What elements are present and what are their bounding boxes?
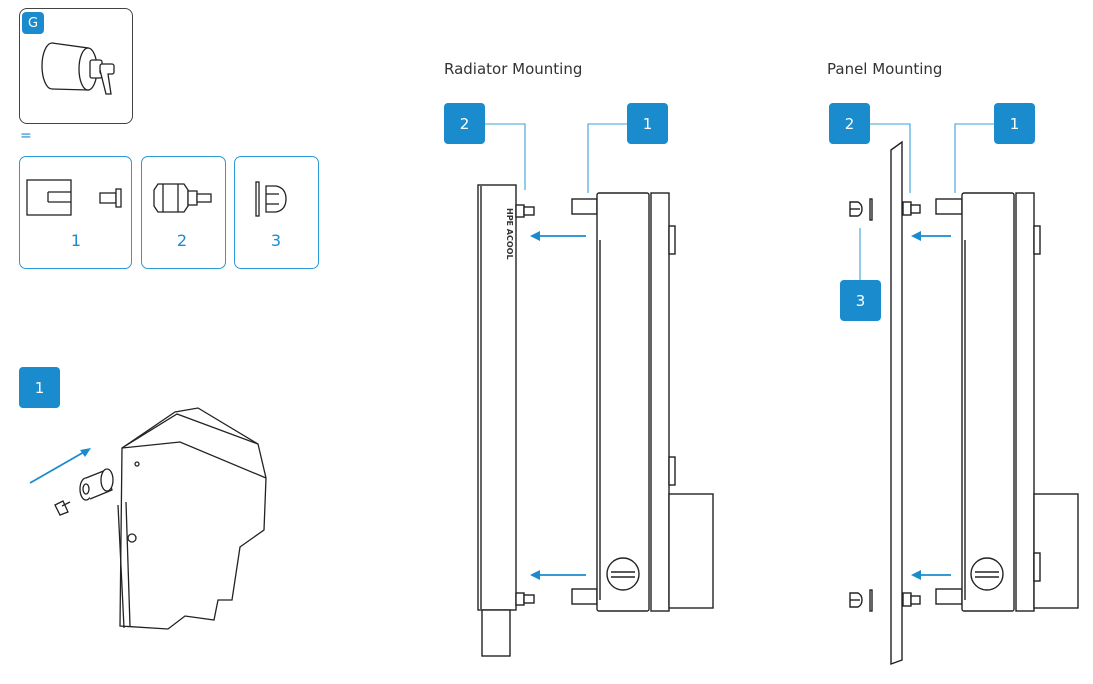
radiator-mounting-heading: Radiator Mounting xyxy=(444,60,583,78)
part-label-2: 2 xyxy=(176,231,188,250)
kit-g-box xyxy=(19,8,133,124)
radiator-rail-text: HPE ACOOL xyxy=(505,208,514,260)
part-label-1: 1 xyxy=(70,231,82,250)
panel-mounting-heading: Panel Mounting xyxy=(827,60,943,78)
equals-sign: = xyxy=(20,128,32,144)
kit-g-badge: G xyxy=(22,12,44,34)
radiator-badge-1: 1 xyxy=(627,103,668,144)
part-label-3: 3 xyxy=(270,231,282,250)
panel-badge-3: 3 xyxy=(840,280,881,321)
radiator-badge-2: 2 xyxy=(444,103,485,144)
step-1-badge: 1 xyxy=(19,367,60,408)
panel-badge-2: 2 xyxy=(829,103,870,144)
panel-badge-1: 1 xyxy=(994,103,1035,144)
